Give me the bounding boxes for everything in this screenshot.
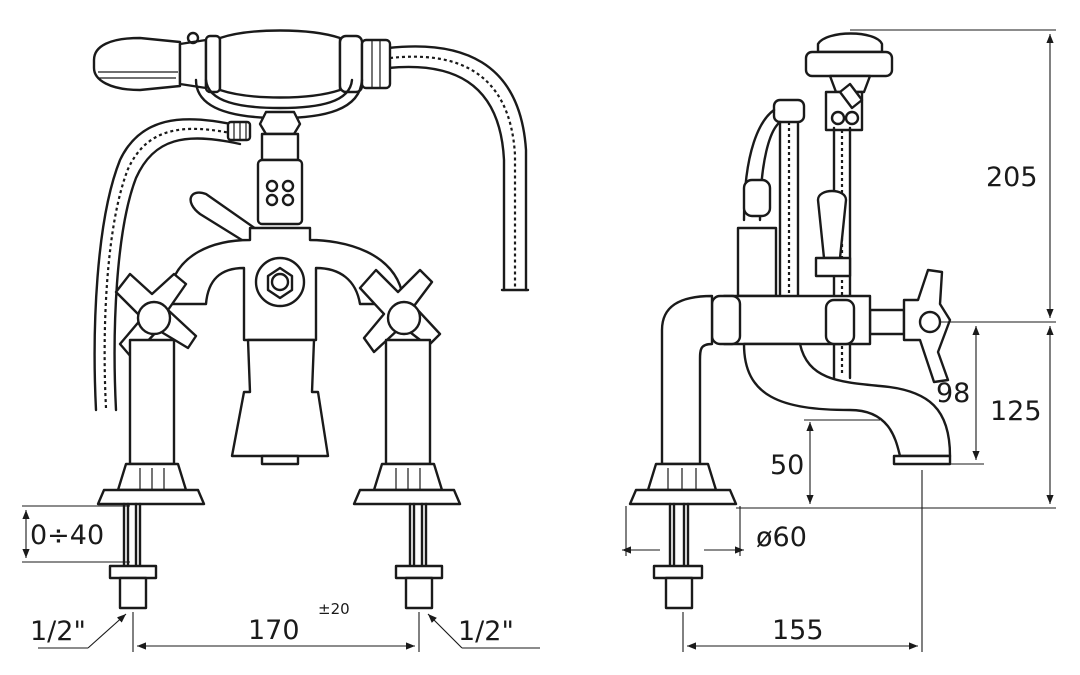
side-view: 205 98 125 50 ø60 155: [622, 29, 1056, 652]
dim-centers-tolerance: ±20: [318, 600, 350, 618]
side-handshower: [804, 32, 894, 132]
side-body: [628, 178, 952, 610]
dim-thread-right: 1/2": [458, 616, 514, 647]
dim-spout-height: 50: [770, 450, 804, 481]
dim-spout-projection: 155: [772, 615, 824, 646]
front-view: 0÷40 170 ±20 1/2" 1/2": [22, 29, 540, 652]
front-hose: [93, 45, 530, 412]
dim-centers: 170: [248, 615, 300, 646]
front-dimensions: 0÷40 170 ±20 1/2" 1/2": [22, 505, 540, 652]
dim-spout-to-handle: 98: [936, 378, 970, 409]
dim-base-diameter: ø60: [756, 522, 807, 553]
side-dimensions: 205 98 125 50 ø60 155: [622, 29, 1056, 652]
dim-handle-height: 125: [990, 396, 1042, 427]
dim-total-height: 205: [986, 162, 1038, 193]
dim-deck-thickness: 0÷40: [30, 520, 104, 551]
dim-thread-left: 1/2": [30, 616, 86, 647]
handshower: [92, 29, 392, 142]
front-body: [96, 132, 462, 610]
